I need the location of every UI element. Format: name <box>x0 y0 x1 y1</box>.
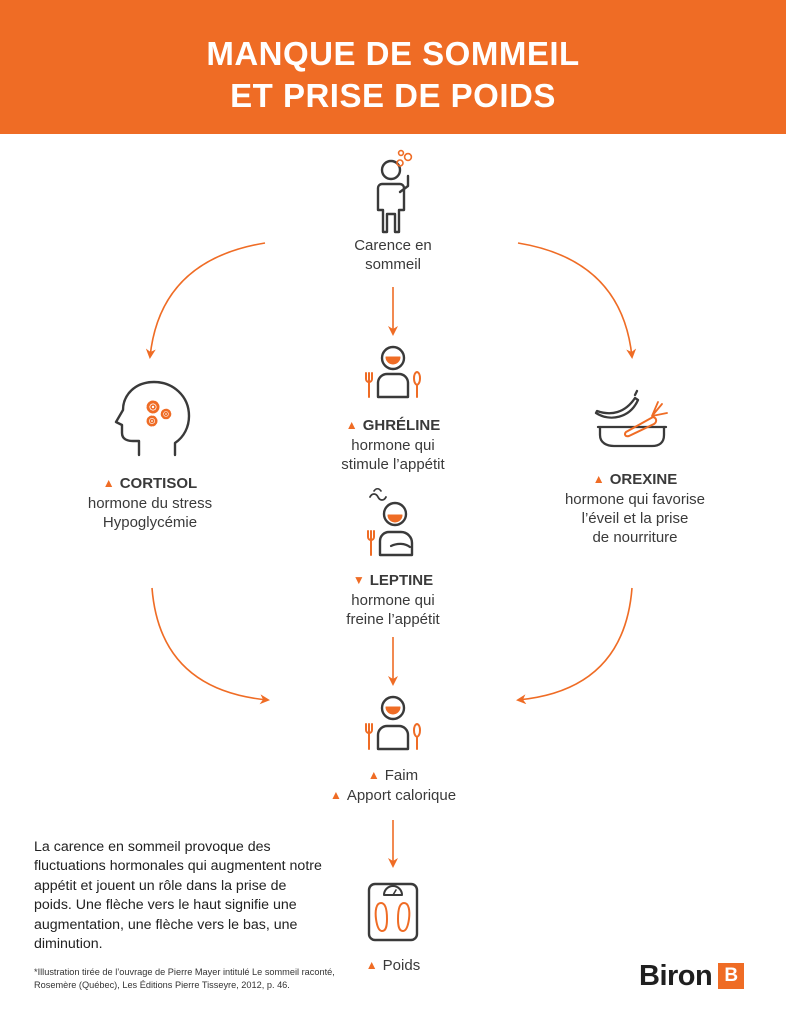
node-poids: ▲ Poids <box>333 956 453 976</box>
cortisol-line-1: hormone du stress <box>87 495 213 512</box>
ghreline-line-1: hormone qui <box>351 437 435 454</box>
leptine-line-2: freine l’appétit <box>346 611 440 628</box>
ghreline-name: GHRÉLINE <box>362 417 441 434</box>
increase-arrow-icon: ▲ <box>367 768 380 782</box>
node-carence: Carence en sommeil <box>313 236 473 274</box>
node-leptine: ▼ LEPTINE hormone qui freine l’appétit <box>293 571 493 629</box>
title-line-2: ET PRISE DE POIDS <box>230 77 556 114</box>
header-banner <box>0 0 786 134</box>
orexine-name: OREXINE <box>609 471 678 488</box>
brand-logo: Biron B <box>639 959 745 993</box>
arrow-cortisol-to-faim <box>151 587 270 705</box>
increase-arrow-icon: ▲ <box>365 958 378 972</box>
faim-name-2: Apport calorique <box>346 787 457 804</box>
arrow-carence-to-cortisol <box>145 242 266 359</box>
cortisol-name: CORTISOL <box>119 475 198 492</box>
node-faim: ▲ Faim ▲ Apport calorique <box>293 766 493 806</box>
faim-name-1: Faim <box>384 767 419 784</box>
arrow-orexine-to-faim <box>516 587 633 705</box>
title-line-1: MANQUE DE SOMMEIL <box>206 35 580 72</box>
sleepy-person-icon <box>376 149 413 234</box>
increase-arrow-icon: ▲ <box>345 418 358 432</box>
leptine-name: LEPTINE <box>369 572 434 589</box>
scale-icon <box>367 882 419 942</box>
decrease-arrow-icon: ▼ <box>352 573 365 587</box>
increase-arrow-icon: ▲ <box>102 476 115 490</box>
node-cortisol: ▲ CORTISOL hormone du stress Hypoglycémie <box>60 474 240 532</box>
orexine-line-1: hormone qui favorise <box>564 491 706 508</box>
poids-name: Poids <box>382 957 421 974</box>
person-eating-icon <box>365 695 421 751</box>
head-gears-icon <box>114 380 191 457</box>
footnote-text: *Illustration tirée de l’ouvrage de Pier… <box>34 967 335 990</box>
person-full-icon <box>367 487 414 557</box>
description-text: La carence en sommeil provoque des fluct… <box>34 839 322 953</box>
brand-badge: B <box>718 963 745 989</box>
carence-line-1: Carence en <box>354 237 432 254</box>
orexine-line-2: l’éveil et la prise <box>581 510 689 527</box>
node-orexine: ▲ OREXINE hormone qui favorise l’éveil et… <box>530 470 740 547</box>
food-bowl-icon <box>594 389 668 448</box>
carence-line-2: sommeil <box>365 256 421 273</box>
arrow-carence-to-orexine <box>517 242 637 359</box>
orexine-line-3: de nourriture <box>592 529 678 546</box>
increase-arrow-icon: ▲ <box>329 788 342 802</box>
leptine-line-1: hormone qui <box>351 592 435 609</box>
page-title: MANQUE DE SOMMEIL ET PRISE DE POIDS <box>0 33 786 117</box>
ghreline-line-2: stimule l’appétit <box>341 456 445 473</box>
node-ghreline: ▲ GHRÉLINE hormone qui stimule l’appétit <box>293 416 493 474</box>
brand-name: Biron <box>639 959 713 992</box>
increase-arrow-icon: ▲ <box>592 472 605 486</box>
person-eating-icon <box>365 345 421 399</box>
cortisol-line-2: Hypoglycémie <box>102 514 198 531</box>
